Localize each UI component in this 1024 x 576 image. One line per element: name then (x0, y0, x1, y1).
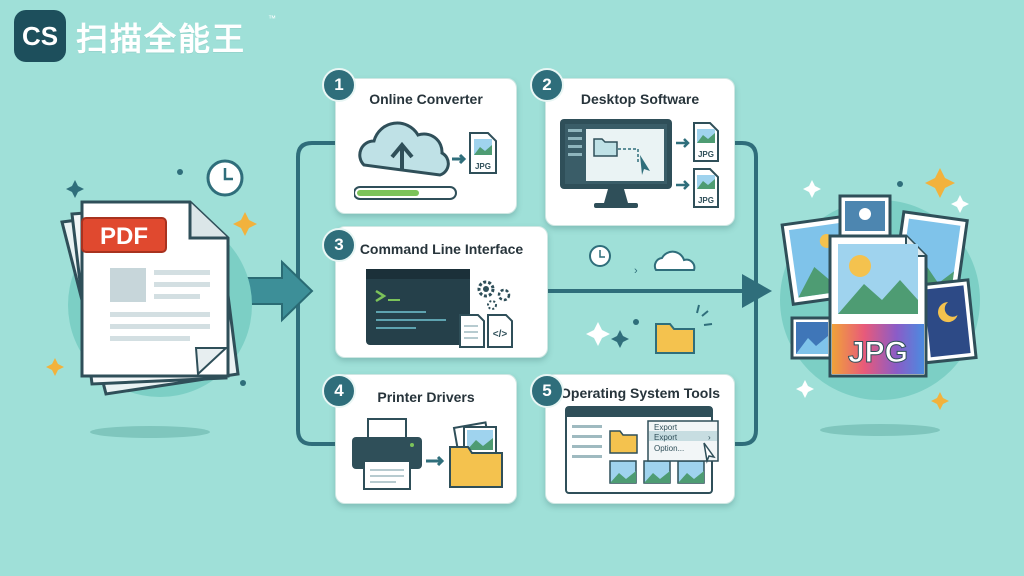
desktop-monitor-illustration: JPG JPG (560, 119, 719, 208)
os-window-illustration: Export Export › Option... (565, 406, 719, 494)
printer-illustration (352, 418, 503, 490)
method-title: Online Converter (369, 91, 483, 107)
svg-text:›: › (708, 433, 711, 442)
pdf-label: PDF (100, 223, 148, 250)
jpg-file-icon: JPG (693, 122, 719, 162)
method-badge-1: 1 (322, 68, 356, 102)
method-badge-4: 4 (322, 374, 356, 408)
cloud-upload-illustration: JPG (354, 121, 497, 200)
center-arrow-head (742, 274, 772, 308)
small-cloud-icon (653, 250, 696, 271)
method-badge-5: 5 (530, 374, 564, 408)
small-clock-icon (589, 245, 611, 267)
pdf-shadow (90, 426, 210, 438)
context-menu-item: Option... (654, 444, 684, 453)
sparkle-icons (46, 168, 955, 410)
method-card-os-tools: Operating System Tools Export Export › O… (545, 374, 735, 504)
jpg-shadow (820, 424, 940, 436)
jpg-images-illustration: JPG (780, 194, 978, 378)
svg-text:›: › (634, 265, 638, 277)
jpg-file-icon: JPG (469, 132, 497, 174)
clock-icon (206, 159, 244, 197)
method-badge-2: 2 (530, 68, 564, 102)
method-card-online-converter: Online Converter JPG (335, 78, 517, 214)
context-menu-item: Export (654, 433, 678, 442)
folder-icon (655, 323, 695, 354)
code-file-icon (487, 314, 513, 348)
app-logo-badge: CS (14, 10, 66, 62)
image-folder-icon (449, 421, 503, 488)
method-title: Command Line Interface (359, 241, 524, 257)
svg-text:</>: </> (493, 329, 508, 340)
context-menu-item: Export (654, 423, 678, 432)
svg-text:JPG: JPG (698, 196, 714, 205)
svg-text:JPG: JPG (698, 150, 714, 159)
jpg-label: JPG (848, 336, 908, 369)
method-title: Printer Drivers (377, 389, 475, 405)
jpg-file-icon: JPG (693, 168, 719, 208)
method-card-printer-drivers: Printer Drivers (335, 374, 517, 504)
cursor-icon (703, 442, 716, 464)
trademark-mark: ™ (268, 14, 276, 23)
method-title: Desktop Software (580, 91, 700, 107)
terminal-illustration: </> (366, 269, 513, 348)
method-card-desktop-software: Desktop Software JPG JPG (545, 78, 735, 226)
progress-bar-fill (357, 190, 419, 196)
app-logo-name: 扫描全能王 (76, 21, 247, 57)
method-badge-3: 3 (322, 228, 356, 262)
svg-text:JPG: JPG (475, 162, 491, 171)
pdf-label-tag (81, 217, 167, 253)
gear-icon (477, 280, 511, 310)
pdf-document-illustration: PDF (60, 200, 240, 396)
method-title: Operating System Tools (560, 385, 720, 401)
method-card-command-line: Command Line Interface </> (335, 226, 548, 358)
